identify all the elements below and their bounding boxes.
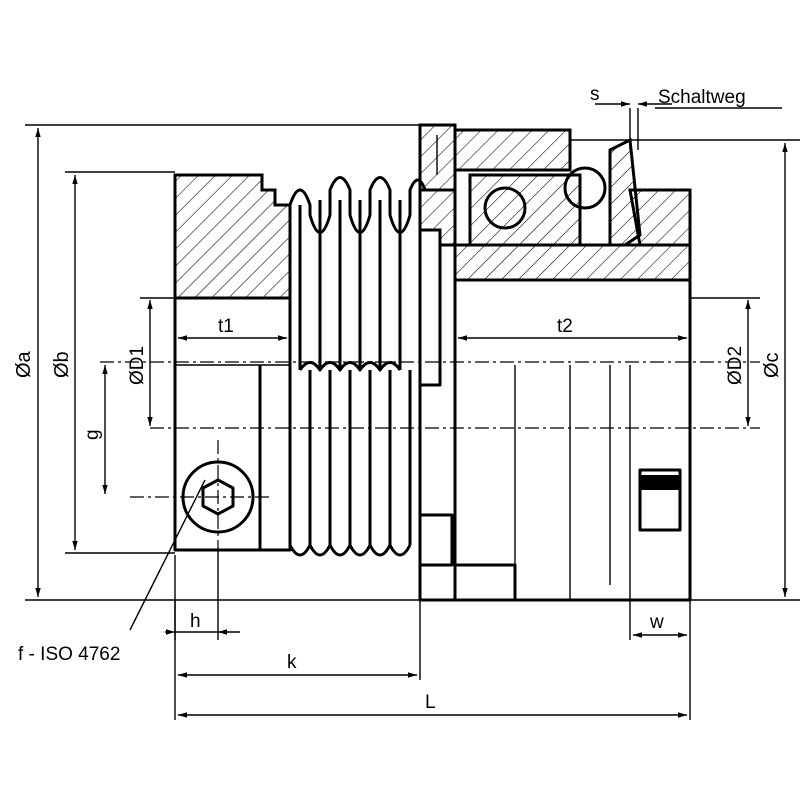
label-dia-b: Øb xyxy=(51,351,73,378)
label-schaltweg: Schaltweg xyxy=(658,87,746,108)
label-t2: t2 xyxy=(557,316,573,337)
label-dia-a: Øa xyxy=(13,350,35,378)
label-screw-spec: f - ISO 4762 xyxy=(18,644,120,665)
label-g: g xyxy=(82,429,103,440)
label-k: k xyxy=(287,652,297,673)
hex-socket-icon xyxy=(201,478,235,516)
centerlines xyxy=(100,361,760,550)
label-s: s xyxy=(590,84,600,105)
bellows xyxy=(288,176,427,557)
right-hub xyxy=(453,128,692,602)
label-dia-d1: ØD1 xyxy=(127,346,148,385)
label-h: h xyxy=(190,611,201,632)
label-t1: t1 xyxy=(218,316,234,337)
left-hub xyxy=(173,173,292,552)
label-w: w xyxy=(649,612,664,633)
label-dia-c: Øc xyxy=(761,352,783,378)
label-dia-d2: ØD2 xyxy=(725,346,746,385)
center-flange xyxy=(418,123,457,602)
label-L: L xyxy=(425,692,436,713)
bearing-ball xyxy=(563,166,607,210)
bearing-ball xyxy=(483,186,527,230)
dimension-lines xyxy=(25,101,800,720)
